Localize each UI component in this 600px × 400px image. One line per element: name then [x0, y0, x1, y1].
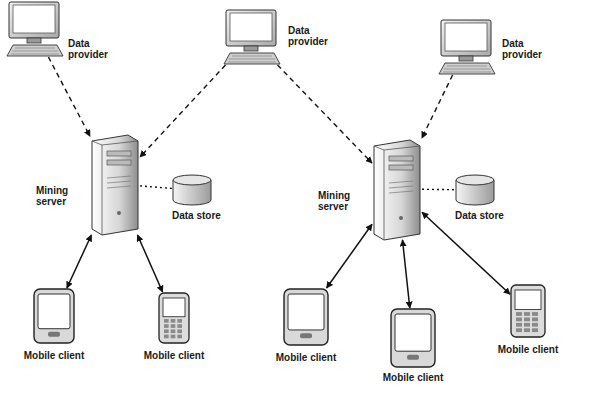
dotted-link	[422, 189, 455, 191]
dotted-link	[140, 186, 172, 189]
data-provider-computer: Data provider	[5, 2, 63, 57]
mobile-client-device-icon	[390, 308, 436, 368]
node-label: Data provider	[68, 38, 128, 60]
data-store-cylinder: Data store	[172, 174, 212, 206]
node-label: Data store	[172, 210, 242, 221]
mining-server-tower-icon	[90, 133, 140, 235]
data-provider-computer: Data provider	[222, 10, 280, 65]
dashed-arrow	[140, 65, 226, 157]
two-way-arrow	[422, 212, 510, 294]
mobile-client-device: Mobile client	[283, 288, 329, 346]
mobile-client-device: Mobile client	[510, 284, 546, 338]
node-label: Mobile client	[260, 352, 352, 363]
mining-server-tower: Mining server	[90, 133, 140, 235]
mobile-client-device: Mobile client	[158, 292, 190, 344]
mobile-client-device-icon	[33, 288, 75, 344]
mobile-client-device: Mobile client	[33, 288, 75, 344]
node-label: Mobile client	[482, 344, 574, 355]
dashed-arrow	[278, 65, 373, 163]
mobile-client-device-icon	[510, 284, 546, 338]
mining-server-tower: Mining server	[372, 138, 422, 240]
node-label: Data provider	[288, 25, 348, 47]
two-way-arrow	[67, 235, 92, 288]
node-label: Mining server	[36, 185, 88, 207]
data-provider-computer-icon	[437, 20, 495, 75]
node-label: Mobile client	[367, 372, 459, 383]
node-label: Data store	[455, 210, 525, 221]
node-label: Mobile client	[128, 350, 220, 361]
mobile-client-device: Mobile client	[390, 308, 436, 368]
dashed-arrow	[48, 57, 90, 136]
data-provider-computer-icon	[5, 2, 63, 57]
two-way-arrow	[403, 240, 410, 308]
data-provider-computer: Data provider	[437, 20, 495, 75]
data-store-cylinder-icon	[172, 174, 212, 206]
two-way-arrow	[138, 235, 163, 292]
dashed-arrow	[422, 75, 453, 138]
node-label: Mobile client	[8, 350, 100, 361]
data-store-cylinder-icon	[455, 174, 495, 206]
mining-server-tower-icon	[372, 138, 422, 240]
data-store-cylinder: Data store	[455, 174, 495, 206]
node-label: Data provider	[502, 38, 562, 60]
data-provider-computer-icon	[222, 10, 280, 65]
two-way-arrow	[327, 224, 372, 288]
mobile-client-device-icon	[283, 288, 329, 346]
node-label: Mining server	[318, 190, 370, 212]
mobile-client-device-icon	[158, 292, 190, 344]
